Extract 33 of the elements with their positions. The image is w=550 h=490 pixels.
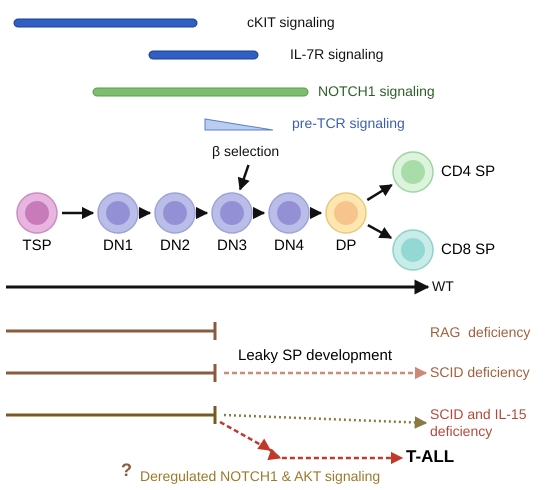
cell-label: CD8 SP [441, 241, 496, 258]
outcome-label: SCID and IL-15 deficiency [430, 406, 540, 440]
signaling-label: pre-TCR signaling [292, 115, 405, 132]
arrow [252, 206, 266, 220]
outcome-label: SCID deficiency [430, 364, 545, 381]
question-mark: ? [121, 462, 132, 479]
note-label: Deregulated NOTCH1 & AKT signaling [140, 468, 382, 485]
cell-label: DN1 [102, 237, 134, 254]
cell-label: DN2 [158, 237, 191, 254]
cell-label: DN4 [272, 237, 305, 254]
arrow [310, 206, 322, 220]
edge-label: Leaky SP development [238, 347, 392, 364]
arrow [224, 366, 428, 380]
arrow [196, 206, 208, 220]
arrow [219, 420, 404, 464]
cell-label: CD4 SP [441, 163, 496, 180]
arrow [138, 206, 152, 220]
signaling-label: IL-7R signaling [290, 46, 384, 63]
cell-label: DN3 [216, 237, 248, 254]
outcome-label: WT [432, 278, 462, 295]
cell-label: DP [334, 237, 358, 254]
arrow [62, 206, 94, 220]
note-label: RAG deficiency [430, 324, 530, 341]
arrow [224, 414, 428, 429]
arrow [6, 280, 430, 294]
stage-label: β selection [212, 143, 294, 160]
arrow [366, 184, 393, 202]
outcome-label: T-ALL [406, 448, 456, 465]
arrow [367, 224, 392, 239]
signaling-label: cKIT signaling [247, 14, 335, 31]
arrow [238, 164, 250, 191]
cell-label: TSP [21, 237, 53, 254]
signaling-label: NOTCH1 signaling [318, 83, 435, 100]
